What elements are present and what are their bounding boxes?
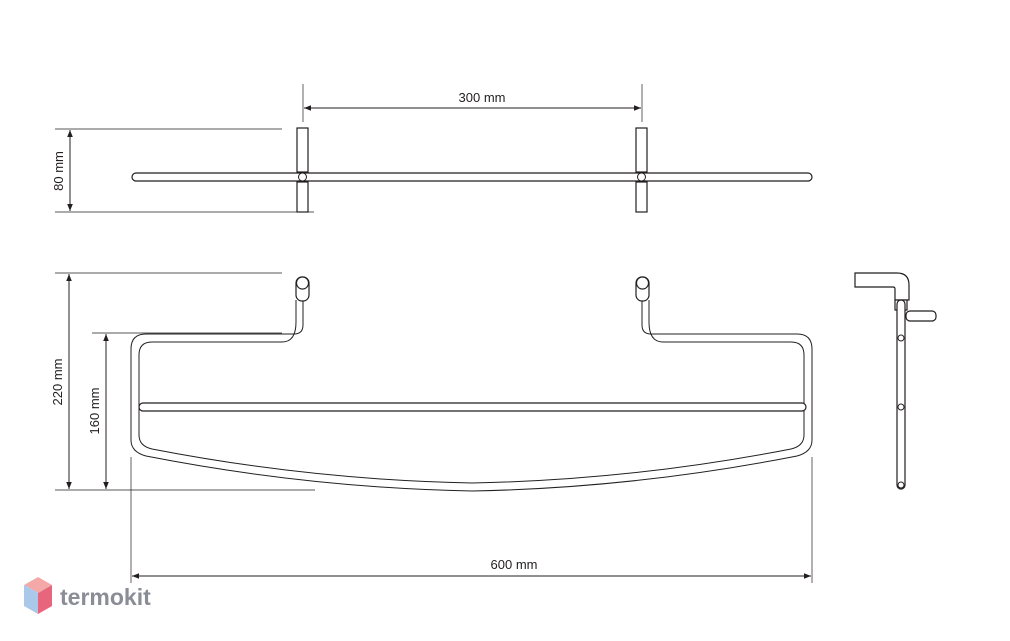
rail-top-view	[131, 172, 813, 182]
dimension-overall-width: 600 mm	[130, 457, 813, 583]
brand-name: termokit	[60, 584, 151, 610]
dimension-top-height: 80 mm	[51, 128, 314, 213]
dimension-top-spacing: 300 mm	[302, 84, 643, 122]
side-rod	[896, 299, 906, 490]
dimension-front-height-inner: 160 mm	[87, 332, 282, 489]
mount-left-front-view	[295, 276, 310, 302]
bracket-left-top-view	[296, 127, 309, 213]
side-view	[854, 272, 937, 490]
frame-inner	[138, 300, 805, 484]
front-bar	[138, 402, 807, 412]
cube-icon	[24, 577, 52, 614]
bracket-right-top-view	[635, 127, 648, 213]
dimension-label-600: 600 mm	[491, 557, 538, 572]
mount-right-front-view	[635, 276, 650, 302]
brand-logo[interactable]: termokit	[24, 577, 151, 614]
side-wall-mount	[905, 310, 937, 322]
top-view: 300 mm 80 mm	[51, 84, 813, 213]
side-hook	[854, 272, 910, 301]
dimension-front-height-total: 220 mm	[50, 272, 315, 491]
frame-outer	[130, 300, 813, 492]
dimension-label-300: 300 mm	[459, 90, 506, 105]
dimension-label-80: 80 mm	[51, 151, 66, 191]
front-view: 220 mm 160 mm 600 mm	[50, 272, 813, 583]
dimension-label-220: 220 mm	[50, 359, 65, 406]
dimension-label-160: 160 mm	[87, 388, 102, 435]
